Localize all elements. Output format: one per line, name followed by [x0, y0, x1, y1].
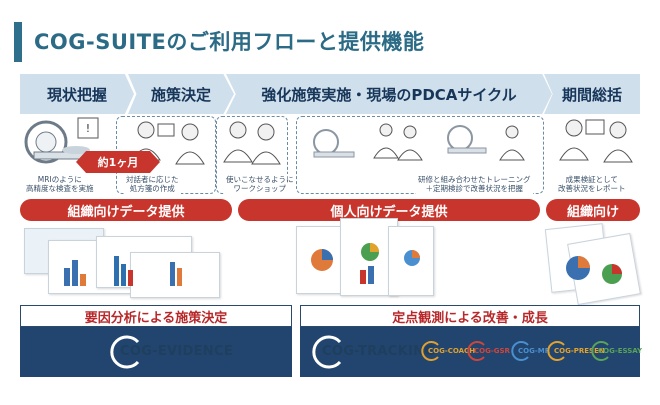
- cog-coach-label: COG-COACH: [428, 347, 476, 355]
- phase-pdca-cycle: 強化施策実施・現場のPDCAサイクル: [226, 74, 552, 114]
- duration-badge: 約1ヶ月: [76, 151, 160, 173]
- cog-mr-label: COG-MR: [518, 347, 551, 355]
- report-illustration: [559, 119, 633, 163]
- cog-gsr-logo-icon: [467, 341, 485, 361]
- phase-summary: 期間総括: [544, 74, 640, 114]
- cog-coach-logo-icon: [421, 341, 439, 361]
- outcome-fixed-point-observation: 定点観測による改善・成長: [300, 305, 640, 327]
- cog-tracking-label: COG-TRACKING: [322, 344, 436, 359]
- svg-text:!: !: [86, 122, 90, 135]
- outcome-factor-analysis: 要因分析による施策決定: [20, 305, 292, 327]
- page-title: COG-SUITEのご利用フローと提供機能: [34, 30, 425, 54]
- training-illustration: [313, 123, 525, 161]
- cog-presen-logo-icon: [547, 341, 565, 361]
- cog-gsr-label: COG-GSR: [474, 347, 510, 355]
- cog-tracking-logo-icon: [312, 335, 342, 369]
- report-charts: [64, 256, 182, 286]
- summary-report-charts: [566, 256, 622, 284]
- title-accent-bar: [14, 22, 22, 62]
- tracking-block: [300, 327, 640, 377]
- caption-workshop: 使いこなせるように ワークショップ: [224, 174, 296, 194]
- cog-essay-logo-icon: [591, 341, 609, 361]
- cog-essay-label: COG-ESSAY: [598, 347, 643, 355]
- caption-mri: MRIのように 高精度な検査を実施: [24, 174, 96, 194]
- cog-mr-logo-icon: [511, 341, 529, 361]
- phase-policy-decision: 施策決定: [128, 74, 234, 114]
- cog-evidence-label: COG-EVIDENCE: [120, 344, 234, 359]
- org-data-bar: 組織向けデータ提供: [20, 199, 232, 221]
- caption-report: 成果検証として 改善状況をレポート: [556, 174, 628, 194]
- individual-report-charts: [311, 243, 420, 284]
- cog-evidence-logo-icon: [110, 335, 140, 369]
- org-summary-bar: 組織向け: [546, 199, 640, 221]
- phase-current-state: 現状把握: [20, 74, 134, 114]
- cog-presen-label: COG-PRESEN: [554, 347, 605, 355]
- caption-policy: 対話者に応じた 処方箋の作成: [124, 174, 181, 194]
- workshop-illustration: [223, 121, 281, 165]
- individual-data-bar: 個人向けデータ提供: [238, 199, 540, 221]
- evidence-block: [20, 327, 292, 377]
- caption-training: 研修と組み合わせたトレーニング ＋定期検診で改善状況を把握: [416, 174, 533, 194]
